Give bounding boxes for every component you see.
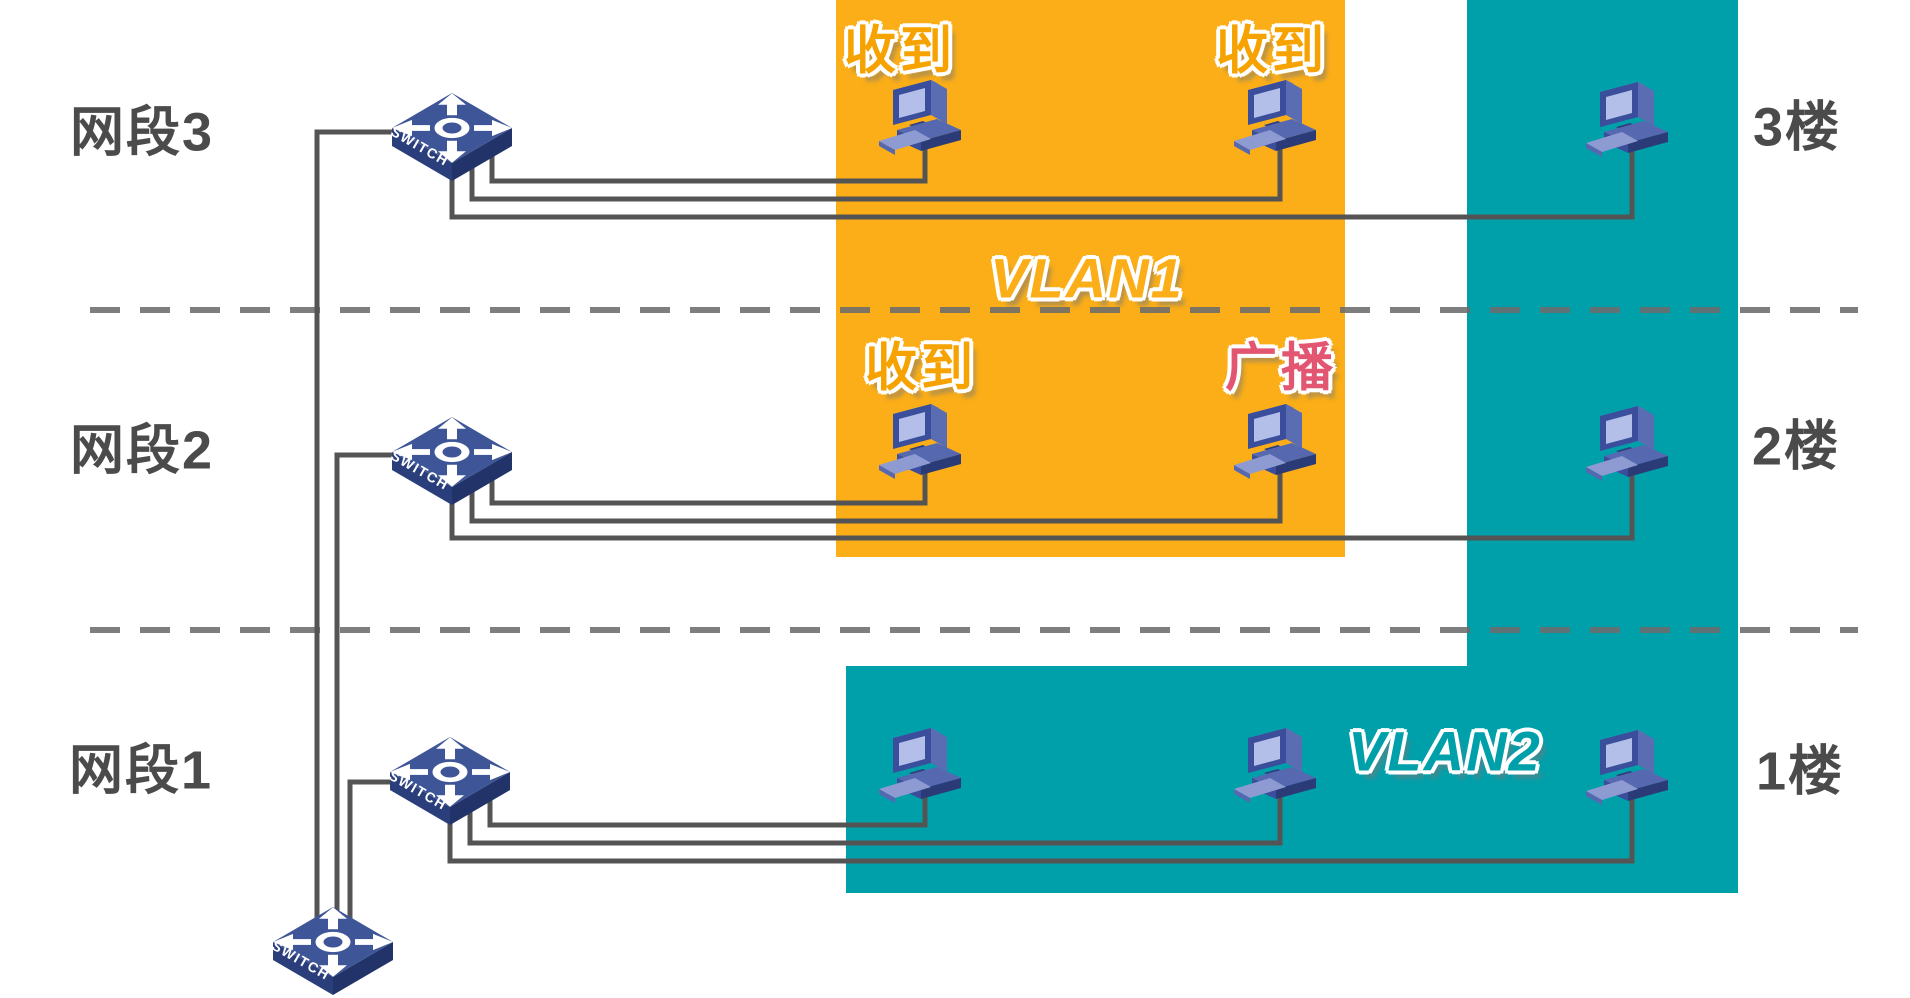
annotation-received-f2-pc1: 收到 <box>864 339 978 398</box>
annotation-received-f3-pc2: 收到 <box>1215 22 1329 81</box>
computer-floor3-pc3 <box>1582 76 1682 172</box>
computer-floor2-pc3 <box>1582 400 1682 496</box>
segment-label-1: 网段1 <box>68 740 214 801</box>
cable-f1-pc3 <box>447 795 1635 864</box>
vlan1-title: VLAN1 <box>990 246 1184 310</box>
cable-f2-pc1 <box>489 468 928 506</box>
cable-f2-pc2 <box>469 468 1283 524</box>
computer-floor2-pc1 <box>875 398 975 494</box>
switch-floor2: SWITCH <box>387 405 517 517</box>
floor-label-3: 3楼 <box>1752 97 1842 158</box>
floor-divider-3-2 <box>90 307 1858 313</box>
computer-floor1-pc3 <box>1582 724 1682 820</box>
segment-label-3: 网段3 <box>69 102 215 163</box>
computer-floor2-pc2 <box>1230 398 1330 494</box>
cable-f1-pc2 <box>467 792 1283 846</box>
annotation-received-f3-pc1: 收到 <box>843 22 957 81</box>
floor-label-1: 1楼 <box>1755 741 1845 802</box>
cable-f1-pc1 <box>487 792 928 828</box>
cable-f2-pc3 <box>449 472 1635 541</box>
computer-floor3-pc2 <box>1230 74 1330 170</box>
cable-f3-pc2 <box>469 146 1283 202</box>
segment-label-2: 网段2 <box>69 420 215 481</box>
computer-floor1-pc1 <box>875 722 975 818</box>
floor-divider-2-1 <box>90 627 1858 633</box>
computer-floor1-pc2 <box>1230 722 1330 818</box>
cable-f3-pc1 <box>489 146 928 184</box>
vlan2-title: VLAN2 <box>1348 719 1542 783</box>
switch-floor1: SWITCH <box>385 725 515 837</box>
floor-label-2: 2楼 <box>1751 416 1841 477</box>
computer-floor3-pc1 <box>875 74 975 170</box>
cable-f3-pc3 <box>449 150 1635 220</box>
switch-backbone: SWITCH <box>268 895 398 998</box>
annotation-broadcast-f2-pc2: 广播 <box>1224 339 1338 398</box>
switch-floor3: SWITCH <box>387 81 517 193</box>
